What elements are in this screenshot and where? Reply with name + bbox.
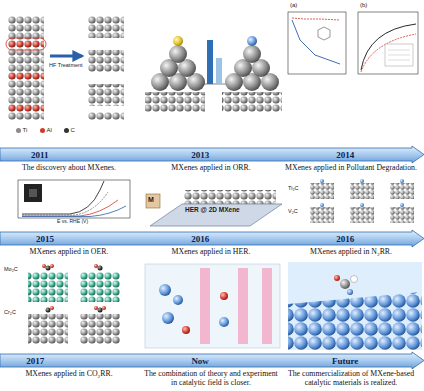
figure-label: Ti₂C (287, 185, 299, 191)
figure-label-box: Ti₂C (287, 185, 299, 191)
figure-label: (a) (289, 2, 298, 9)
year-label: 2013 (191, 150, 209, 160)
figure-label-box: Mo₂C (3, 266, 19, 272)
arrow-shape (0, 230, 424, 247)
figure-label-box: M (147, 196, 155, 204)
theory-experiment-scheme (145, 264, 280, 348)
caption-box: MXenes applied in OER. (2, 248, 136, 257)
legend-swatch (64, 128, 69, 133)
milestone-caption: MXenes applied in Pollutant Degradation. (281, 164, 421, 173)
year-label: 2016 (336, 234, 354, 244)
catalyst-surface (288, 262, 422, 350)
year-label: 2015 (36, 234, 54, 244)
timeline-band: 2017 Now Future (0, 352, 424, 369)
year-label: 2014 (336, 150, 354, 160)
etching-figure (6, 16, 124, 120)
milestone-caption: The commercialization of MXene-based cat… (281, 370, 421, 388)
figure-label: HER @ 2D MXene (184, 206, 241, 213)
figure-label-box: Cr₂C (3, 309, 17, 315)
legend-item: Al (40, 127, 52, 133)
legend-text: C (71, 127, 75, 133)
arrow-shape (0, 352, 424, 369)
caption-box: MXenes applied in Pollutant Degradation. (281, 164, 421, 173)
caption-box: MXenes applied in HER. (142, 248, 280, 257)
figure-label-box: E vs. RHE (V) (56, 219, 89, 225)
figure-label-box: V₂C (287, 208, 299, 214)
milestone-caption: MXenes applied in CO₂RR. (2, 370, 136, 379)
orr-figure (145, 36, 282, 112)
oer-plot (18, 180, 130, 218)
figure-label: E vs. RHE (V) (56, 219, 89, 225)
co2rr-structures (28, 264, 120, 344)
milestone-caption: MXenes applied in OER. (2, 248, 136, 257)
figure-label: Cr₂C (3, 309, 17, 315)
milestone-caption: MXenes applied in HER. (142, 248, 280, 257)
caption-box: The commercialization of MXene-based cat… (281, 370, 421, 388)
milestone-caption: The combination of theory and experiment… (142, 370, 280, 388)
legend-text: Ti (23, 127, 28, 133)
figure-label: Mo₂C (3, 266, 19, 272)
timeline-arrow (0, 352, 424, 369)
timeline-band: 2015 2016 2016 (0, 230, 424, 247)
timeline-band: 2011 2013 2014 (0, 146, 424, 163)
figure-label-box: HER @ 2D MXene (184, 206, 241, 213)
year-label: 2011 (31, 150, 49, 160)
caption-box: MXenes applied in N₂RR. (281, 248, 421, 257)
n2rr-structures (310, 179, 414, 223)
figure-label-box: (b) (359, 2, 368, 9)
milestone-caption: MXenes applied in ORR. (142, 164, 280, 173)
year-label: Future (332, 356, 358, 366)
caption-box: The combination of theory and experiment… (142, 370, 280, 388)
legend-item: Ti (16, 127, 27, 133)
year-label: Now (191, 356, 209, 366)
figure-label: M (147, 196, 155, 204)
figure-label: (b) (359, 2, 368, 9)
legend-item: C (64, 127, 75, 133)
caption-box: The discovery about MXenes. (2, 164, 136, 173)
caption-box: MXenes applied in ORR. (142, 164, 280, 173)
figure-label-box: HF Treatment (48, 62, 84, 68)
figure-label-box: (a) (289, 2, 298, 9)
milestone-caption: MXenes applied in N₂RR. (281, 248, 421, 257)
timeline-arrow (0, 146, 424, 163)
year-label: 2016 (191, 234, 209, 244)
arrow-shape (0, 146, 424, 163)
timeline-arrow (0, 230, 424, 247)
legend-swatch (16, 128, 21, 133)
legend-swatch (40, 128, 45, 133)
figure-label: HF Treatment (48, 62, 84, 68)
caption-box: MXenes applied in CO₂RR. (2, 370, 136, 379)
figure-label: V₂C (287, 208, 299, 214)
year-label: 2017 (26, 356, 44, 366)
milestone-caption: The discovery about MXenes. (2, 164, 136, 173)
degradation-plots (288, 12, 418, 74)
legend-text: Al (47, 127, 52, 133)
her-plate (146, 190, 282, 226)
